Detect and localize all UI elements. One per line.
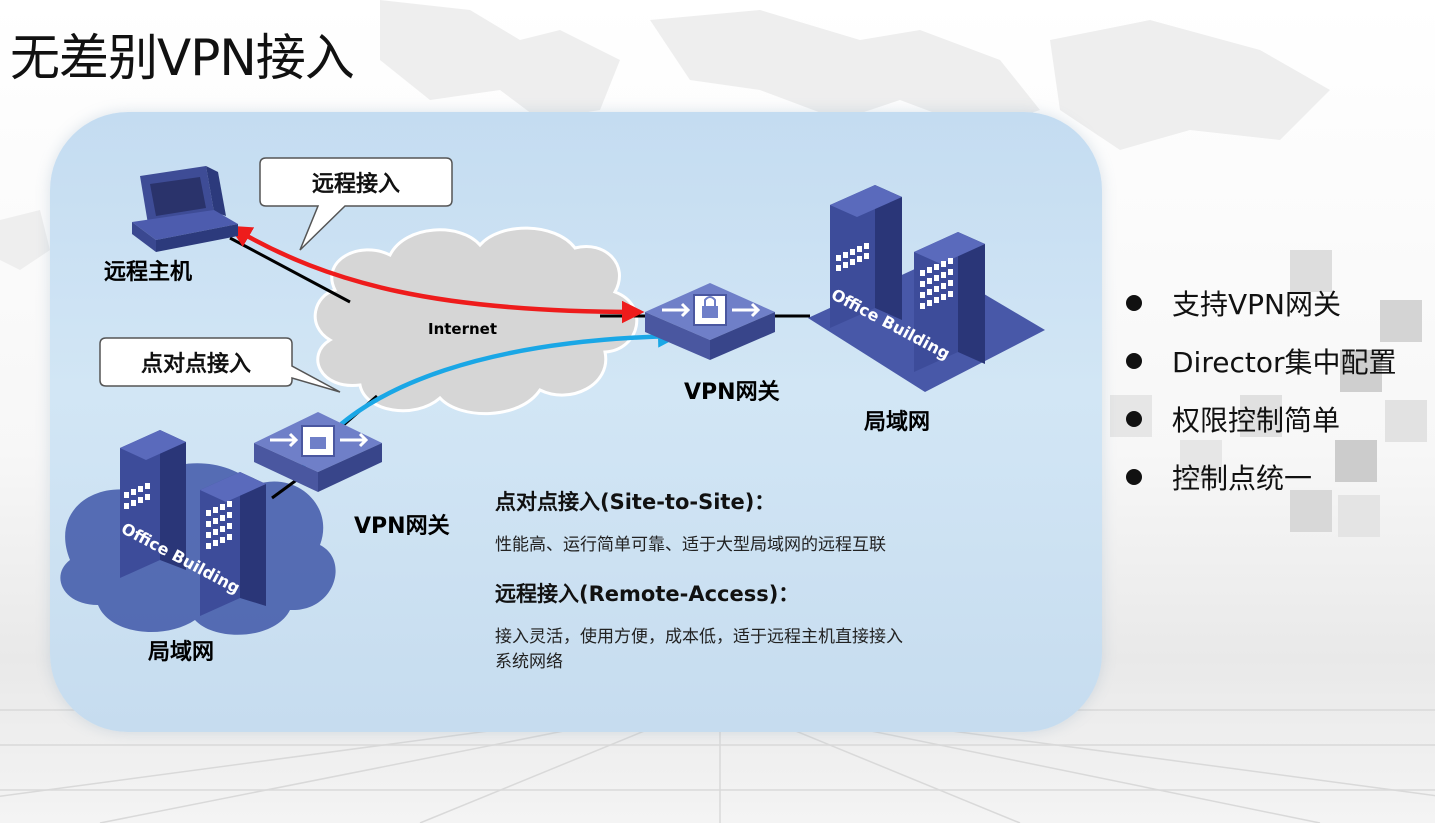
remote-access-callout: 远程接入 (311, 172, 400, 197)
lan-left-label: 局域网 (148, 640, 215, 665)
feature-item: 权限控制简单 (1120, 390, 1396, 448)
remote-host-label: 远程主机 (104, 260, 193, 285)
vpn-gateway-left-label: VPN网关 (354, 514, 450, 539)
bullet-icon (1126, 295, 1142, 311)
bullet-icon (1126, 353, 1142, 369)
site-to-site-callout: 点对点接入 (140, 352, 251, 377)
bullet-icon (1126, 469, 1142, 485)
site-to-site-desc-text: 性能高、运行简单可靠、适于大型局域网的远程互联 (495, 535, 886, 555)
vpn-gateway-right-icon (645, 283, 775, 360)
computer-icon (132, 166, 238, 252)
lan-right-label: 局域网 (864, 410, 931, 435)
remote-access-desc-title: 远程接入(Remote-Access)： (495, 582, 800, 606)
feature-label: 控制点统一 (1172, 462, 1313, 495)
vpn-gateway-left-icon (254, 412, 382, 492)
remote-access-callout-bubble (259, 157, 453, 251)
left-lan-cloud (60, 463, 336, 635)
feature-label: 支持VPN网关 (1172, 288, 1341, 321)
feature-label: 权限控制简单 (1172, 404, 1341, 437)
feature-item: 控制点统一 (1120, 448, 1396, 506)
world-map-pattern (0, 0, 1330, 270)
site-to-site-callout-bubble (99, 337, 341, 393)
feature-item: 支持VPN网关 (1120, 274, 1396, 332)
feature-label: Director集中配置 (1172, 346, 1397, 379)
vpn-gateway-right-label: VPN网关 (684, 380, 780, 405)
feature-item: Director集中配置 (1120, 332, 1396, 390)
bullet-icon (1126, 411, 1142, 427)
remote-access-desc-text-line1: 接入灵活，使用方便，成本低，适于远程主机直接接入 (495, 627, 903, 647)
page-title: 无差别VPN接入 (10, 29, 355, 87)
site-to-site-desc-title: 点对点接入(Site-to-Site)： (495, 490, 776, 514)
office-building-left-icon: Office Building (118, 430, 266, 616)
remote-access-desc-text-line2: 系统网络 (495, 652, 563, 672)
internet-label: Internet (428, 320, 498, 338)
remote-access-arrow (229, 225, 645, 324)
feature-list: 支持VPN网关 Director集中配置 权限控制简单 控制点统一 (1120, 274, 1396, 506)
office-building-right-icon: Office Building (808, 185, 1045, 392)
